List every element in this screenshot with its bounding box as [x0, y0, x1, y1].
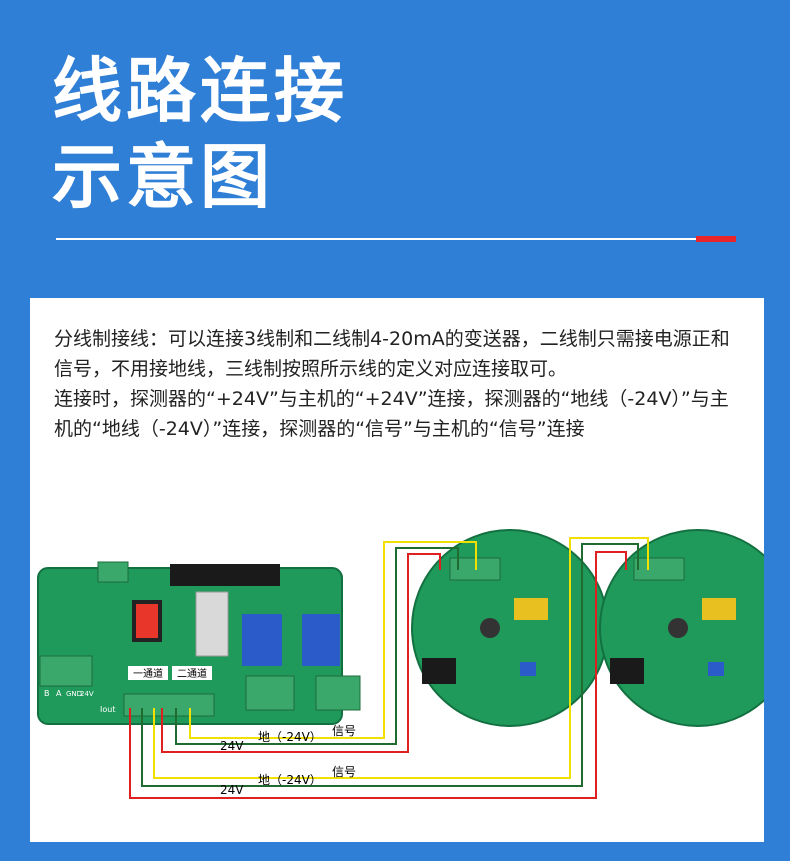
- detector-2-relay: [702, 598, 736, 620]
- channel-1-label: 一通道: [133, 667, 163, 680]
- relay-1: [242, 614, 282, 666]
- terminal-label-24v: 24V: [80, 690, 94, 698]
- detector-2: [599, 529, 764, 727]
- host-board: 一通道 二通道 B A GND 24V Iout: [37, 561, 361, 725]
- wire-label-power-1: 24V: [220, 739, 244, 753]
- channel-2-label: 二通道: [177, 667, 207, 680]
- wiring-diagram: 一通道 二通道 B A GND 24V Iout: [37, 529, 764, 799]
- channel-output-terminal: [123, 693, 215, 717]
- terminal-label-b: B: [44, 689, 50, 698]
- page-title: 线路连接 示意图: [52, 48, 348, 220]
- detector-1-pcb: [411, 529, 609, 727]
- channel-2-tag: [172, 666, 212, 680]
- detector-2-connector: [610, 658, 644, 684]
- channel-1-tag: [128, 666, 168, 680]
- relay-terminal-1: [245, 675, 295, 711]
- wire-power-1: [161, 553, 441, 753]
- wire-power-2: [129, 551, 627, 799]
- detector-2-terminal: [633, 557, 685, 581]
- wire-label-signal-1: 信号: [332, 724, 356, 738]
- power-input-terminal: [97, 561, 129, 583]
- title-line-2: 示意图: [52, 136, 274, 218]
- detector-1-capacitor: [480, 618, 500, 638]
- wire-label-ground-1: 地（-24V）: [258, 730, 322, 744]
- relay-2: [302, 614, 340, 666]
- title-divider-accent: [696, 236, 736, 242]
- wire-ground-1: [175, 547, 459, 745]
- wire-label-signal-2: 信号: [332, 765, 356, 779]
- detector-2-pot: [708, 662, 724, 676]
- title-line-1: 线路连接: [52, 50, 348, 132]
- description-paragraph-1: 分线制接线：可以连接3线制和二线制4-20mA的变送器，二线制只需接电源正和信号…: [54, 328, 730, 380]
- content-card: 分线制接线：可以连接3线制和二线制4-20mA的变送器，二线制只需接电源正和信号…: [30, 298, 764, 842]
- detector-1-connector: [422, 658, 456, 684]
- detector-2-capacitor: [668, 618, 688, 638]
- detector-1: [411, 529, 609, 727]
- comm-terminal: [39, 655, 93, 687]
- wire-ground-2: [141, 543, 639, 787]
- ribbon-header: [170, 564, 280, 586]
- terminal-label-gnd: GND: [66, 690, 82, 698]
- relay-terminal-2: [315, 675, 361, 711]
- power-switch-icon: [136, 604, 158, 638]
- output-label: Iout: [100, 705, 115, 714]
- wire-label-power-2: 24V: [220, 783, 244, 797]
- title-divider: [56, 238, 696, 240]
- detector-1-pot: [520, 662, 536, 676]
- wire-signal-2: [153, 537, 649, 779]
- detector-1-relay: [514, 598, 548, 620]
- description: 分线制接线：可以连接3线制和二线制4-20mA的变送器，二线制只需接电源正和信号…: [54, 324, 744, 444]
- description-paragraph-2: 连接时，探测器的“+24V”与主机的“+24V”连接，探测器的“地线（-24V）…: [54, 388, 729, 440]
- fuse-holder: [195, 591, 229, 657]
- terminal-label-a: A: [56, 689, 62, 698]
- wire-label-ground-2: 地（-24V）: [258, 773, 322, 787]
- wire-signal-1: [189, 541, 477, 739]
